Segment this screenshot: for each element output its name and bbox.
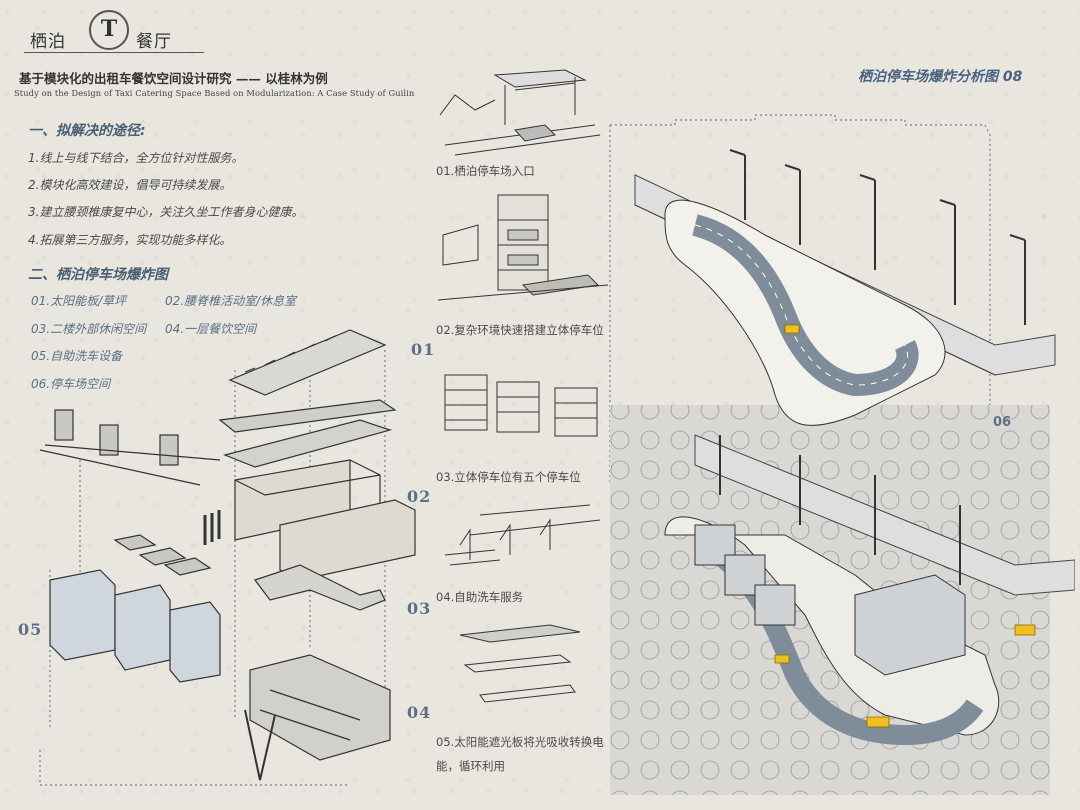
section2-item: 02.腰脊椎活动室/休息室 [165,294,297,308]
explode-label-04: 04 [407,703,432,722]
sketch-entrance [439,69,601,156]
logo-underline [24,52,204,53]
explode-label-03: 03 [407,599,432,618]
sketch-parking-towers [444,374,598,437]
title-chinese: 基于模块化的出租车餐饮空间设计研究 —— 以桂林为例 [19,71,328,86]
caption-3: 03.立体停车位有五个停车位 [436,470,581,484]
exploded-axonometric-drawing [39,329,416,786]
section2-item: 01.太阳能板/草坪 [31,294,127,308]
section1-item: 4.拓展第三方服务，实现功能多样化。 [28,233,232,247]
sketch-solar-shades [459,624,581,703]
section2-item: 05.自助洗车设备 [31,349,123,363]
right-panel-title: 栖泊停车场爆炸分析图 08 [858,69,1023,85]
section2-item: 06.停车场空间 [31,377,111,391]
logo-text-right: 餐厅 [136,32,172,52]
sketch-stacked-parking [438,194,608,301]
section1-item: 2.模块化高效建设，倡导可持续发展。 [28,178,232,192]
section1-item: 1.线上与线下结合，全方位针对性服务。 [28,151,244,165]
logo-badge: T [89,10,129,50]
explode-label-01: 01 [411,340,436,359]
explode-label-05: 05 [18,620,43,639]
title-english: Study on the Design of Taxi Catering Spa… [14,88,415,98]
caption-4: 04.自助洗车服务 [436,590,524,604]
render-label-06: 06 [993,415,1012,430]
section2-heading: 二、栖泊停车场爆炸图 [28,267,168,283]
section1-item: 3.建立腰颈椎康复中心，关注久坐工作者身心健康。 [28,205,304,219]
parking-exploded-render [609,114,1075,795]
caption-2: 02.复杂环境快速搭建立体停车位 [436,323,604,337]
explode-label-02: 02 [407,487,432,506]
sketch-car-wash [444,504,601,566]
section2-item: 04.一层餐饮空间 [165,322,257,336]
logo-text-left: 栖泊 [30,32,66,52]
section2-item: 03.二楼外部休闲空间 [31,322,147,336]
section1-heading: 一、拟解决的途径: [28,123,146,139]
caption-1: 01.栖泊停车场入口 [436,164,535,178]
caption-5: 05.太阳能遮光板将光吸收转换电能，循环利用 [436,735,604,773]
